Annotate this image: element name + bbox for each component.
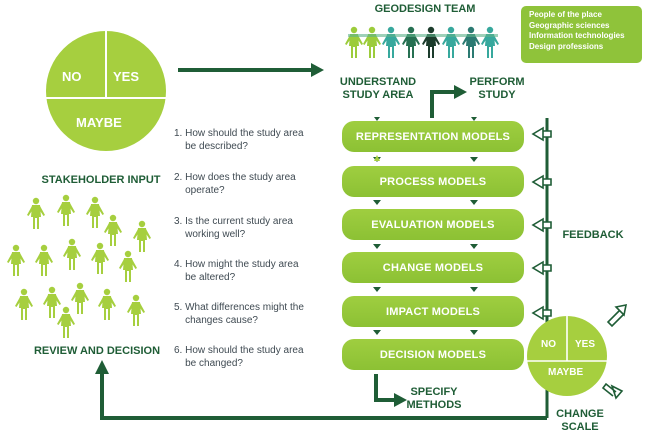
stakeholder-input-label: STAKEHOLDER INPUT	[41, 174, 161, 186]
change-scale-label: CHANGE SCALE	[556, 408, 604, 433]
model-decision: DECISION MODELS	[342, 339, 524, 370]
stakeholder-pie-maybe: MAYBE	[76, 115, 122, 130]
specify-methods-label: SPECIFY METHODS	[406, 386, 462, 411]
scale-pie-maybe: MAYBE	[548, 367, 584, 378]
question-1: 1. How should the study area be describe…	[174, 128, 304, 152]
question-2: 2. How does the study area operate?	[174, 172, 296, 196]
model-chevrons	[373, 117, 478, 335]
scale-pie-no: NO	[541, 339, 556, 350]
question-3: 3. Is the current study area working wel…	[174, 216, 293, 240]
question-6: 6. How should the study area be changed?	[174, 345, 304, 369]
stakeholder-pie-no: NO	[62, 69, 82, 84]
scale-pie-yes: YES	[575, 339, 596, 350]
arrow-specify-methods	[374, 374, 407, 407]
team-legend-box: People of the place Geographic sciences …	[521, 6, 642, 63]
model-impact: IMPACT MODELS	[342, 296, 524, 327]
model-representation: REPRESENTATION MODELS	[342, 121, 524, 152]
stakeholder-pie	[46, 31, 166, 151]
legend-item: Design professions	[529, 41, 604, 51]
change-scale-arrows	[601, 303, 628, 400]
model-process: PROCESS MODELS	[342, 166, 524, 197]
understand-study-area-label: UNDERSTAND STUDY AREA	[339, 76, 417, 101]
team-title: GEODESIGN TEAM	[374, 3, 476, 15]
question-5: 5. What differences might the changes ca…	[174, 302, 304, 326]
legend-item: Geographic sciences	[529, 20, 610, 30]
legend-item: People of the place	[529, 10, 602, 19]
arrow-return-review	[95, 360, 547, 420]
feedback-label: FEEDBACK	[562, 229, 624, 241]
arrow-perform-study	[430, 85, 467, 118]
question-4: 4. How might the study area be altered?	[174, 259, 299, 283]
stakeholder-pie-yes: YES	[113, 69, 140, 84]
team-people	[345, 26, 499, 58]
perform-study-label: PERFORM STUDY	[469, 76, 525, 101]
model-evaluation: EVALUATION MODELS	[342, 209, 524, 240]
legend-item: Information technologies	[529, 31, 625, 40]
review-decision-label: REVIEW AND DECISION	[33, 345, 161, 357]
stakeholder-crowd	[7, 194, 151, 338]
scale-pie	[527, 316, 607, 396]
model-change: CHANGE MODELS	[342, 252, 524, 283]
arrow-to-team	[178, 63, 324, 77]
